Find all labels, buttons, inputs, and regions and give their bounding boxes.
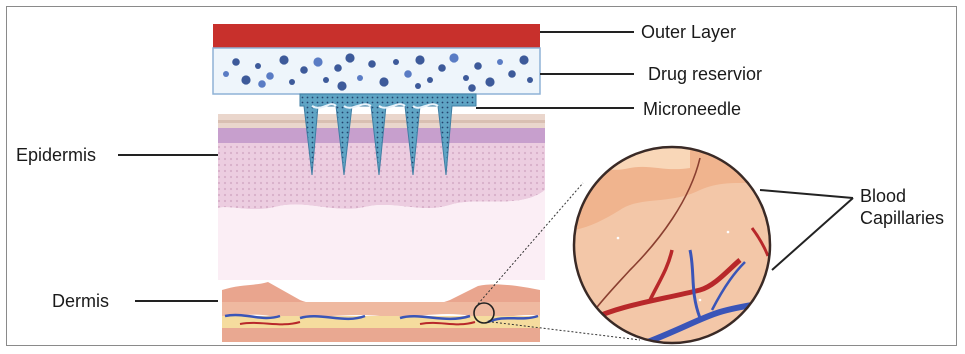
- drug-particle: [379, 77, 388, 86]
- drug-particle: [438, 64, 446, 72]
- drug-particle: [279, 55, 288, 64]
- label-blood-capillaries: Blood Capillaries: [860, 185, 944, 229]
- drug-particle: [404, 70, 412, 78]
- drug-particle: [323, 77, 329, 83]
- drug-particle: [485, 77, 494, 86]
- drug-particle: [474, 62, 482, 70]
- drug-particle: [337, 81, 346, 90]
- drug-particle: [232, 58, 240, 66]
- drug-particle: [508, 70, 516, 78]
- outer-layer: [213, 24, 540, 48]
- drug-particle: [300, 66, 308, 74]
- leader-blood-1: [760, 190, 853, 198]
- drug-particle: [368, 60, 376, 68]
- drug-particle: [289, 79, 295, 85]
- label-microneedle: Microneedle: [643, 99, 741, 119]
- drug-particle: [266, 72, 274, 80]
- label-epidermis: Epidermis: [16, 145, 96, 165]
- drug-particle: [463, 75, 469, 81]
- drug-particle: [415, 55, 424, 64]
- drug-particle: [527, 77, 533, 83]
- drug-particle: [357, 75, 363, 81]
- drug-particle: [393, 59, 399, 65]
- drug-particle: [241, 75, 250, 84]
- drug-particle: [519, 55, 528, 64]
- drug-particle: [255, 63, 261, 69]
- label-outer-layer: Outer Layer: [641, 22, 736, 42]
- label-blood-line2: Capillaries: [860, 207, 944, 229]
- drug-particle: [427, 77, 433, 83]
- drug-particle: [345, 53, 354, 62]
- drug-particle: [468, 84, 476, 92]
- drug-particle: [415, 83, 421, 89]
- drug-particle: [223, 71, 229, 77]
- label-drug-reservoir: Drug reservior: [648, 64, 762, 84]
- drug-particle: [313, 57, 322, 66]
- drug-particle: [258, 80, 266, 88]
- magnified-view: [560, 140, 790, 350]
- drug-particle: [449, 53, 458, 62]
- label-blood-line1: Blood: [860, 185, 944, 207]
- leader-blood-2: [772, 198, 853, 270]
- drug-particle: [334, 64, 342, 72]
- label-dermis: Dermis: [52, 291, 109, 311]
- drug-particle: [497, 59, 503, 65]
- dermis-layer: [222, 282, 540, 342]
